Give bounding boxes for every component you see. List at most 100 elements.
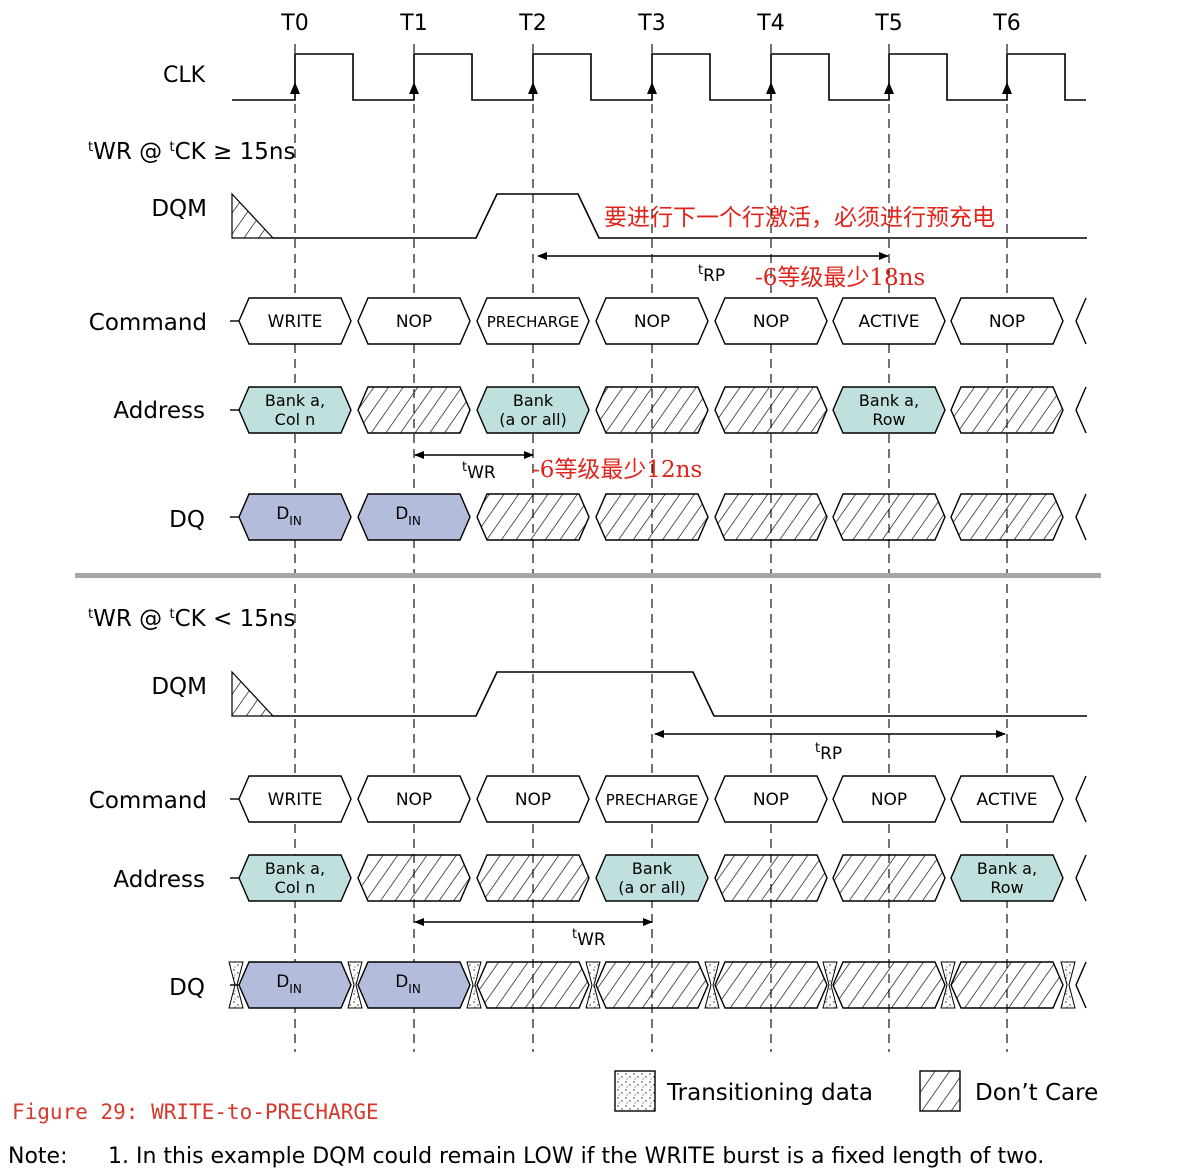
command-active: ACTIVE — [977, 790, 1038, 810]
top-dqm-waveform — [231, 192, 1087, 239]
top-trp-note: -6等级最少18ns — [755, 265, 925, 291]
command-nop: NOP — [753, 790, 789, 810]
dq-transition-cell — [228, 961, 244, 1009]
dq-dont-care-cell — [714, 493, 828, 541]
dq-dont-care-cell — [476, 961, 590, 1009]
address-line-2: (a or all) — [499, 410, 567, 429]
command-cell — [238, 297, 352, 345]
address-dont-care-cell — [714, 854, 828, 902]
address-valid-cell — [595, 854, 709, 902]
address-valid-cell — [950, 854, 1064, 902]
command-cell — [357, 297, 471, 345]
address-dont-care-cell — [595, 386, 709, 434]
clk-edge-arrows — [290, 82, 1012, 94]
command-write: WRITE — [268, 312, 323, 332]
address-valid-cell — [832, 386, 946, 434]
clock-label-t4: T4 — [756, 11, 784, 36]
clock-label-t5: T5 — [874, 11, 902, 36]
legend: Transitioning data Don’t Care — [614, 1070, 1098, 1112]
clock-edge-arrow — [290, 82, 300, 94]
address-line-2: Col n — [275, 410, 316, 429]
address-line-1: Bank — [513, 391, 554, 410]
top-twr-marker: tWR — [414, 451, 534, 483]
note-prefix: Note: — [8, 1144, 68, 1169]
figure-caption: Figure 29: WRITE-to-PRECHARGE — [12, 1100, 379, 1124]
command-nop: NOP — [634, 312, 670, 332]
address-valid-cell — [238, 386, 352, 434]
address-line-1: Bank a, — [265, 859, 325, 878]
address-valid-cell — [476, 386, 590, 434]
clock-label-t6: T6 — [992, 11, 1020, 36]
dq-dont-care-cell — [595, 493, 709, 541]
command-cell — [832, 775, 946, 823]
legend-dont-care-swatch — [919, 1070, 961, 1112]
dq-dont-care-cell — [595, 961, 709, 1009]
command-active: ACTIVE — [859, 312, 920, 332]
address-line-1: Bank a, — [265, 391, 325, 410]
command-cell — [950, 775, 1064, 823]
command-write: WRITE — [268, 790, 323, 810]
command-cell — [595, 775, 709, 823]
command-cell — [714, 775, 828, 823]
command-precharge: PRECHARGE — [606, 791, 698, 809]
clock-edge-arrow — [1002, 82, 1012, 94]
command-cell — [357, 775, 471, 823]
bottom-condition-label: tWR @ tCK < 15ns — [88, 606, 295, 632]
address-line-1: Bank a, — [859, 391, 919, 410]
command-cell — [238, 775, 352, 823]
address-line-1: Bank — [632, 859, 673, 878]
address-line-2: Row — [990, 878, 1023, 897]
top-command-label: Command — [89, 310, 207, 336]
dq-din-label: DIN — [395, 972, 421, 996]
clock-label-t3: T3 — [637, 11, 665, 36]
top-twr-label: tWR — [462, 460, 496, 483]
dq-transition-cell — [585, 961, 601, 1009]
bottom-dq-bus: DIN DIN — [228, 961, 1087, 1009]
address-line-2: Col n — [275, 878, 316, 897]
address-valid-cell — [238, 854, 352, 902]
address-dont-care-cell — [950, 386, 1064, 434]
clock-label-t1: T1 — [399, 11, 427, 36]
bottom-dqm-label: DQM — [151, 674, 207, 700]
clk-label: CLK — [163, 63, 206, 88]
legend-transitioning-swatch — [614, 1070, 656, 1112]
dq-dont-care-cell — [714, 961, 828, 1009]
clock-label-t0: T0 — [280, 11, 308, 36]
command-nop: NOP — [989, 312, 1025, 332]
dq-dont-care-cell — [476, 493, 590, 541]
command-cell — [476, 297, 590, 345]
note-text: 1. In this example DQM could remain LOW … — [108, 1144, 1044, 1169]
top-dqm-label: DQM — [151, 196, 207, 222]
section-divider — [75, 573, 1101, 578]
top-trp-label: tRP — [698, 263, 725, 286]
address-dont-care-cell — [832, 854, 946, 902]
dq-dont-care-cell — [950, 493, 1064, 541]
top-trp-marker: tRP — [537, 252, 889, 286]
top-dq-label: DQ — [169, 507, 205, 533]
dq-data-cell — [357, 493, 471, 541]
bottom-address-label: Address — [113, 867, 205, 893]
dq-transition-cell — [466, 961, 482, 1009]
bottom-dqm-waveform — [231, 670, 1087, 717]
clk-waveform — [232, 53, 1086, 101]
dq-dont-care-cell — [950, 961, 1064, 1009]
dq-dont-care-cell — [832, 493, 946, 541]
address-line-2: Row — [872, 410, 905, 429]
command-cell — [832, 297, 946, 345]
legend-transitioning-label: Transitioning data — [666, 1080, 873, 1106]
dq-din-label: DIN — [276, 972, 302, 996]
clock-edge-arrow — [528, 82, 538, 94]
top-condition-label: tWR @ tCK ≥ 15ns — [88, 139, 295, 165]
bottom-dq-label: DQ — [169, 975, 205, 1001]
dq-din-label: DIN — [276, 504, 302, 528]
command-nop: NOP — [396, 790, 432, 810]
command-precharge: PRECHARGE — [487, 313, 579, 331]
dq-transition-cell — [1060, 961, 1076, 1009]
command-nop: NOP — [871, 790, 907, 810]
